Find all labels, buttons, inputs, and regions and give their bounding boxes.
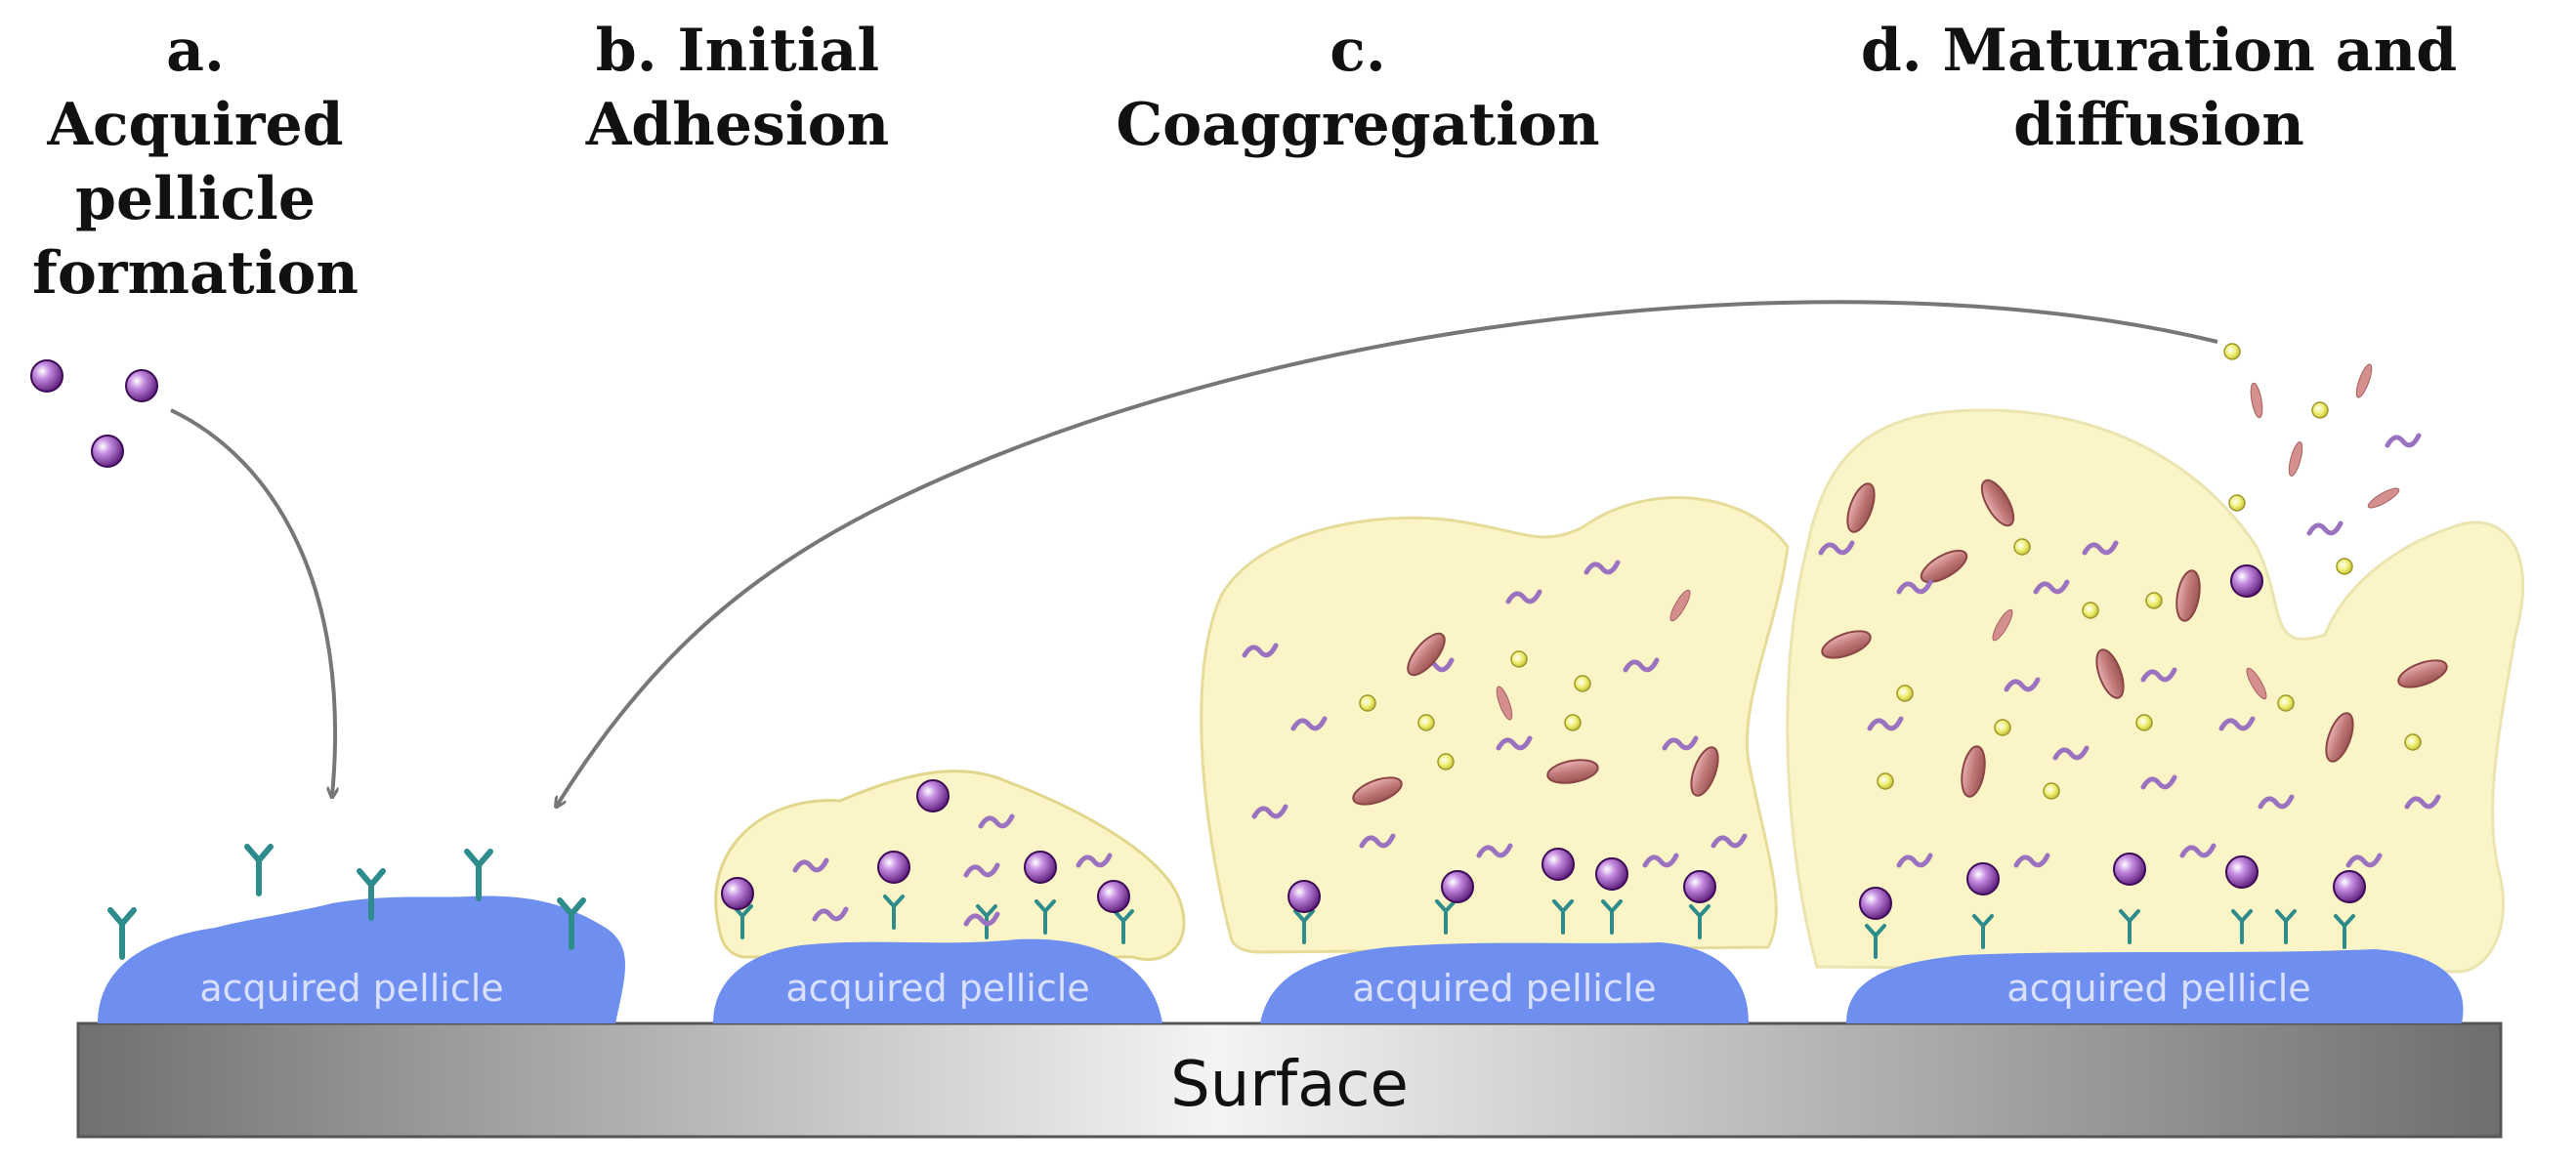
pellicle-label-d: acquired pellicle (2006, 967, 2310, 1010)
arrow-d-to-a (557, 300, 2218, 806)
pellicle-label-a: acquired pellicle (199, 967, 503, 1010)
stage-b-label: b. Initial Adhesion (585, 17, 890, 159)
matrix-b (714, 770, 1186, 962)
free-cells-a (30, 359, 158, 468)
pellicle-label-b: acquired pellicle (785, 967, 1089, 1010)
pellicle-a (98, 895, 625, 1023)
stage-c-label: c. Coaggregation (1116, 17, 1600, 159)
matrix-c (1200, 496, 1790, 954)
pellicle-label-c: acquired pellicle (1352, 967, 1656, 1010)
stage-d-label: d. Maturation and diffusion (1860, 17, 2458, 159)
arrow-a (170, 408, 335, 796)
matrix-d (1786, 408, 2525, 974)
pellicle-c (1260, 942, 1749, 1023)
pellicle-d (1846, 949, 2464, 1023)
surface-label: Surface (1170, 1049, 1409, 1121)
stage-a-label: a. Acquired pellicle formation (32, 17, 359, 308)
pellicle-b (713, 938, 1162, 1023)
surface-bar (76, 1021, 2503, 1139)
